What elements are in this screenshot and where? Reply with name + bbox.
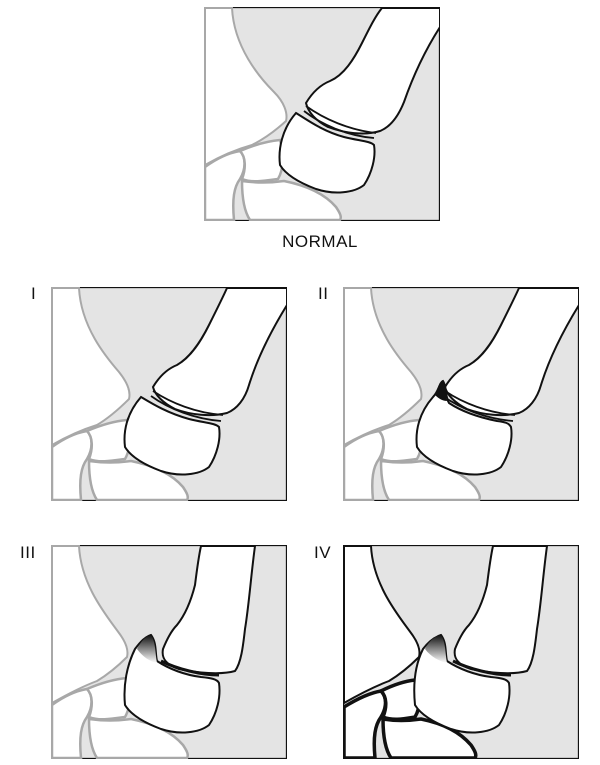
carpal-bone-middle	[376, 418, 423, 463]
metacarpal-bone	[151, 287, 287, 417]
normal-caption: NORMAL	[282, 232, 358, 251]
carpal-bone-middle	[84, 676, 131, 721]
carpal-bone-middle	[84, 418, 131, 463]
trapezium-bone	[278, 111, 376, 194]
joint-line-2	[150, 395, 222, 422]
carpal-bone-middle	[237, 138, 284, 183]
joint-line-1	[444, 390, 516, 416]
stage-label-ii: II	[318, 284, 329, 303]
stage-iv-diagram	[343, 545, 579, 759]
joint-line-2	[303, 110, 375, 139]
osteophyte	[435, 380, 447, 401]
joint-space-narrowed	[452, 659, 512, 677]
carpal-bone-lower	[87, 459, 190, 501]
metacarpal-bone	[443, 287, 579, 417]
stage-i-diagram	[51, 287, 287, 501]
carpal-bone-lower	[379, 459, 482, 501]
stage-label-iii: III	[20, 543, 36, 562]
carpal-bone-lower	[381, 716, 478, 759]
normal-diagram	[204, 7, 440, 221]
panel-stage-i	[51, 287, 287, 501]
stage-label-i: I	[31, 284, 37, 303]
carpal-bone-lower	[240, 179, 343, 221]
joint-line-1	[305, 105, 377, 134]
carpal-bone-middle	[378, 678, 422, 722]
osteophyte	[425, 635, 447, 663]
stage-ii-diagram	[343, 287, 579, 501]
soft-tissue	[51, 545, 129, 705]
joint-space-narrowed	[160, 659, 220, 677]
osteophyte	[137, 635, 157, 663]
panel-stage-iii	[51, 545, 287, 759]
stage-label-iv: IV	[314, 543, 332, 562]
carpal-bone-lower	[87, 717, 190, 759]
panel-normal	[204, 7, 440, 221]
joint-line-1	[152, 390, 224, 416]
panel-stage-iv	[343, 545, 579, 759]
stage-iii-diagram	[51, 545, 287, 759]
trapezium-bone	[123, 395, 221, 476]
panel-stage-ii	[343, 287, 579, 501]
